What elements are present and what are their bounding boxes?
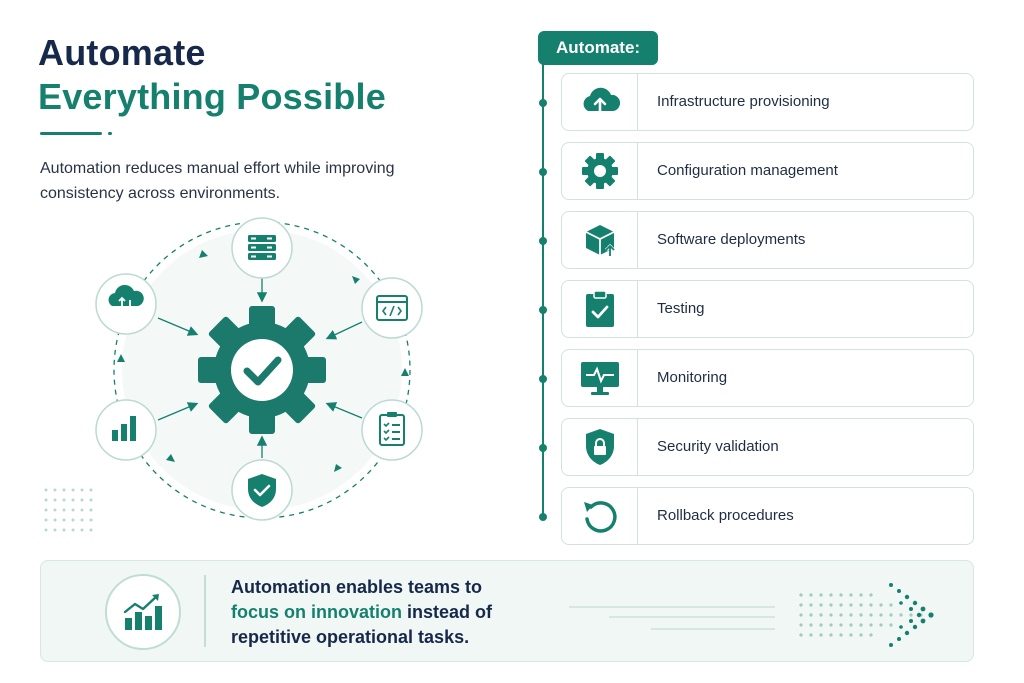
timeline-dot (539, 444, 547, 452)
step-card-monitoring: Monitoring (561, 349, 974, 407)
shield-lock-icon (585, 429, 614, 465)
cloud-sync-icon (108, 284, 144, 318)
step-card-testing: Testing (561, 280, 974, 338)
page-title-line2: Everything Possible (38, 76, 386, 117)
step-icon-box (562, 212, 638, 268)
banner-highlight: focus on innovation (231, 602, 402, 622)
step-label: Infrastructure provisioning (657, 93, 830, 110)
clipboard-check-icon (585, 290, 614, 327)
step-icon-box (562, 281, 638, 337)
package-icon (585, 225, 615, 256)
cycle-node-checklist (361, 399, 423, 461)
step-label: Security validation (657, 438, 779, 455)
title-underline-dot (108, 132, 112, 135)
bar-chart-icon (112, 416, 136, 441)
step-icon-box (562, 74, 638, 130)
step-icon-box (562, 488, 638, 544)
step-icon-box (562, 350, 638, 406)
banner-divider (204, 575, 206, 647)
step-label: Rollback procedures (657, 507, 794, 524)
checklist-icon (379, 412, 405, 446)
banner-text-after: instead of repetitive operational tasks. (231, 602, 493, 647)
page-title-line1: Automate (38, 32, 206, 73)
step-card-configuration: Configuration management (561, 142, 974, 200)
rollback-icon (583, 501, 617, 533)
step-card-security: Security validation (561, 418, 974, 476)
timeline-dot (539, 306, 547, 314)
arrow-dots-decoration (569, 583, 934, 647)
timeline-dot (539, 375, 547, 383)
timeline-dot (539, 99, 547, 107)
cycle-node-chart (95, 399, 157, 461)
cycle-node-shield (231, 459, 293, 521)
step-label: Testing (657, 300, 705, 317)
title-underline (40, 132, 102, 135)
step-label: Software deployments (657, 231, 806, 248)
gear-icon (581, 153, 618, 189)
banner-message: Automation enables teams to focus on inn… (231, 575, 551, 650)
growth-chart-icon (123, 594, 162, 630)
automation-cycle-diagram (44, 217, 423, 532)
code-window-icon (376, 295, 408, 321)
timeline-dot (539, 513, 547, 521)
timeline-dot (539, 168, 547, 176)
step-icon-box (562, 143, 638, 199)
server-icon (248, 235, 276, 260)
bottom-banner: Automation enables teams to focus on inn… (40, 560, 974, 662)
step-card-rollback: Rollback procedures (561, 487, 974, 545)
cycle-node-code (361, 277, 423, 339)
cycle-node-server (231, 217, 293, 279)
cycle-node-cloud (95, 273, 157, 335)
step-card-software: Software deployments (561, 211, 974, 269)
step-card-infrastructure: Infrastructure provisioning (561, 73, 974, 131)
step-icon-box (562, 419, 638, 475)
step-label: Monitoring (657, 369, 728, 386)
monitor-pulse-icon (580, 362, 619, 395)
automate-badge: Automate: (538, 31, 659, 65)
page-subtitle: Automation reduces manual effort while i… (40, 160, 395, 202)
step-label: Configuration management (657, 162, 838, 179)
timeline-dot (539, 237, 547, 245)
banner-text-before: Automation enables teams to (231, 577, 483, 597)
timeline-line (542, 64, 544, 520)
dot-grid-decoration (44, 488, 93, 532)
gear-check-icon (198, 306, 326, 434)
banner-icon-circle (105, 574, 181, 650)
shield-check-icon (248, 474, 276, 507)
cloud-upload-icon (583, 87, 620, 115)
